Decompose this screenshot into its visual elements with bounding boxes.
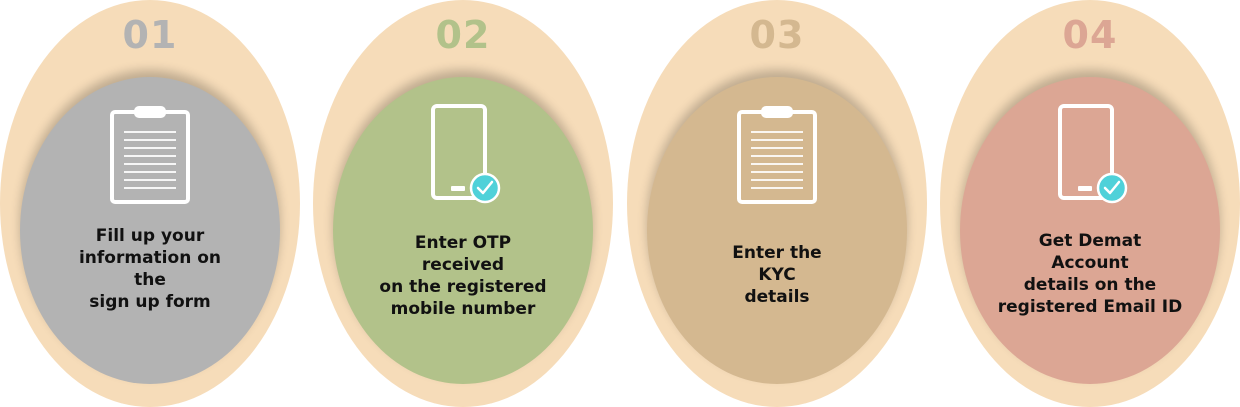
step-4: 04 Get Demat Account details on the regi…: [940, 0, 1240, 407]
step-2-circle: [333, 77, 593, 384]
step-1-number: 01: [122, 13, 178, 57]
step-4-number: 04: [1062, 13, 1118, 57]
step-3-text: Enter the KYC details: [732, 243, 822, 307]
step-4-text: Get Demat Account details on the registe…: [997, 231, 1183, 317]
step-1: 01 Fill up your information on the sign …: [0, 0, 300, 407]
step-2-number: 02: [435, 13, 491, 57]
step-3-number: 03: [749, 13, 805, 57]
step-2-text: Enter OTP received on the registered mob…: [379, 233, 547, 319]
mobile-check-icon: [1058, 104, 1128, 204]
step-3: 03 Enter the KYC details: [627, 0, 927, 407]
clipboard-icon: [737, 106, 817, 204]
step-3-circle: [647, 77, 907, 384]
step-4-circle: [960, 77, 1220, 384]
step-2: 02 Enter OTP received on the registered …: [313, 0, 613, 407]
clipboard-icon: [110, 106, 190, 204]
step-1-circle: [20, 77, 280, 384]
mobile-check-icon: [431, 104, 501, 204]
step-1-text: Fill up your information on the sign up …: [78, 226, 221, 312]
